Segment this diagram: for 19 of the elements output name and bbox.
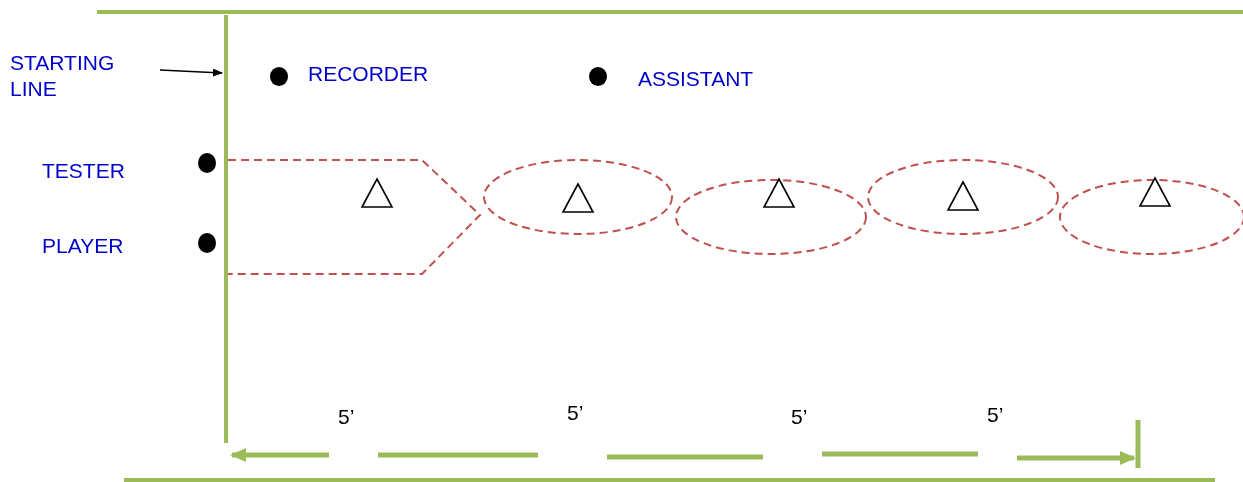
person-label: TESTER [42, 158, 125, 184]
field-label: STARTING LINE [10, 50, 130, 102]
dot-marker [198, 153, 216, 173]
dimension-label: 5’ [338, 405, 355, 429]
dot-marker [198, 233, 216, 253]
triangle-marker [763, 178, 795, 208]
leader-arrow [159, 68, 223, 77]
triangle-marker [947, 181, 979, 211]
dot-marker [589, 67, 607, 86]
dimension-label: 5’ [567, 401, 584, 425]
dimension-label: 5’ [987, 403, 1004, 427]
person-label: RECORDER [308, 61, 429, 87]
dimension-label: 5’ [791, 405, 808, 429]
triangle-marker [562, 183, 594, 213]
person-label: ASSISTANT [638, 66, 754, 92]
dot-marker [270, 67, 288, 86]
triangle-marker [1139, 177, 1171, 207]
triangle-marker [361, 178, 393, 208]
person-label: PLAYER [42, 233, 124, 259]
